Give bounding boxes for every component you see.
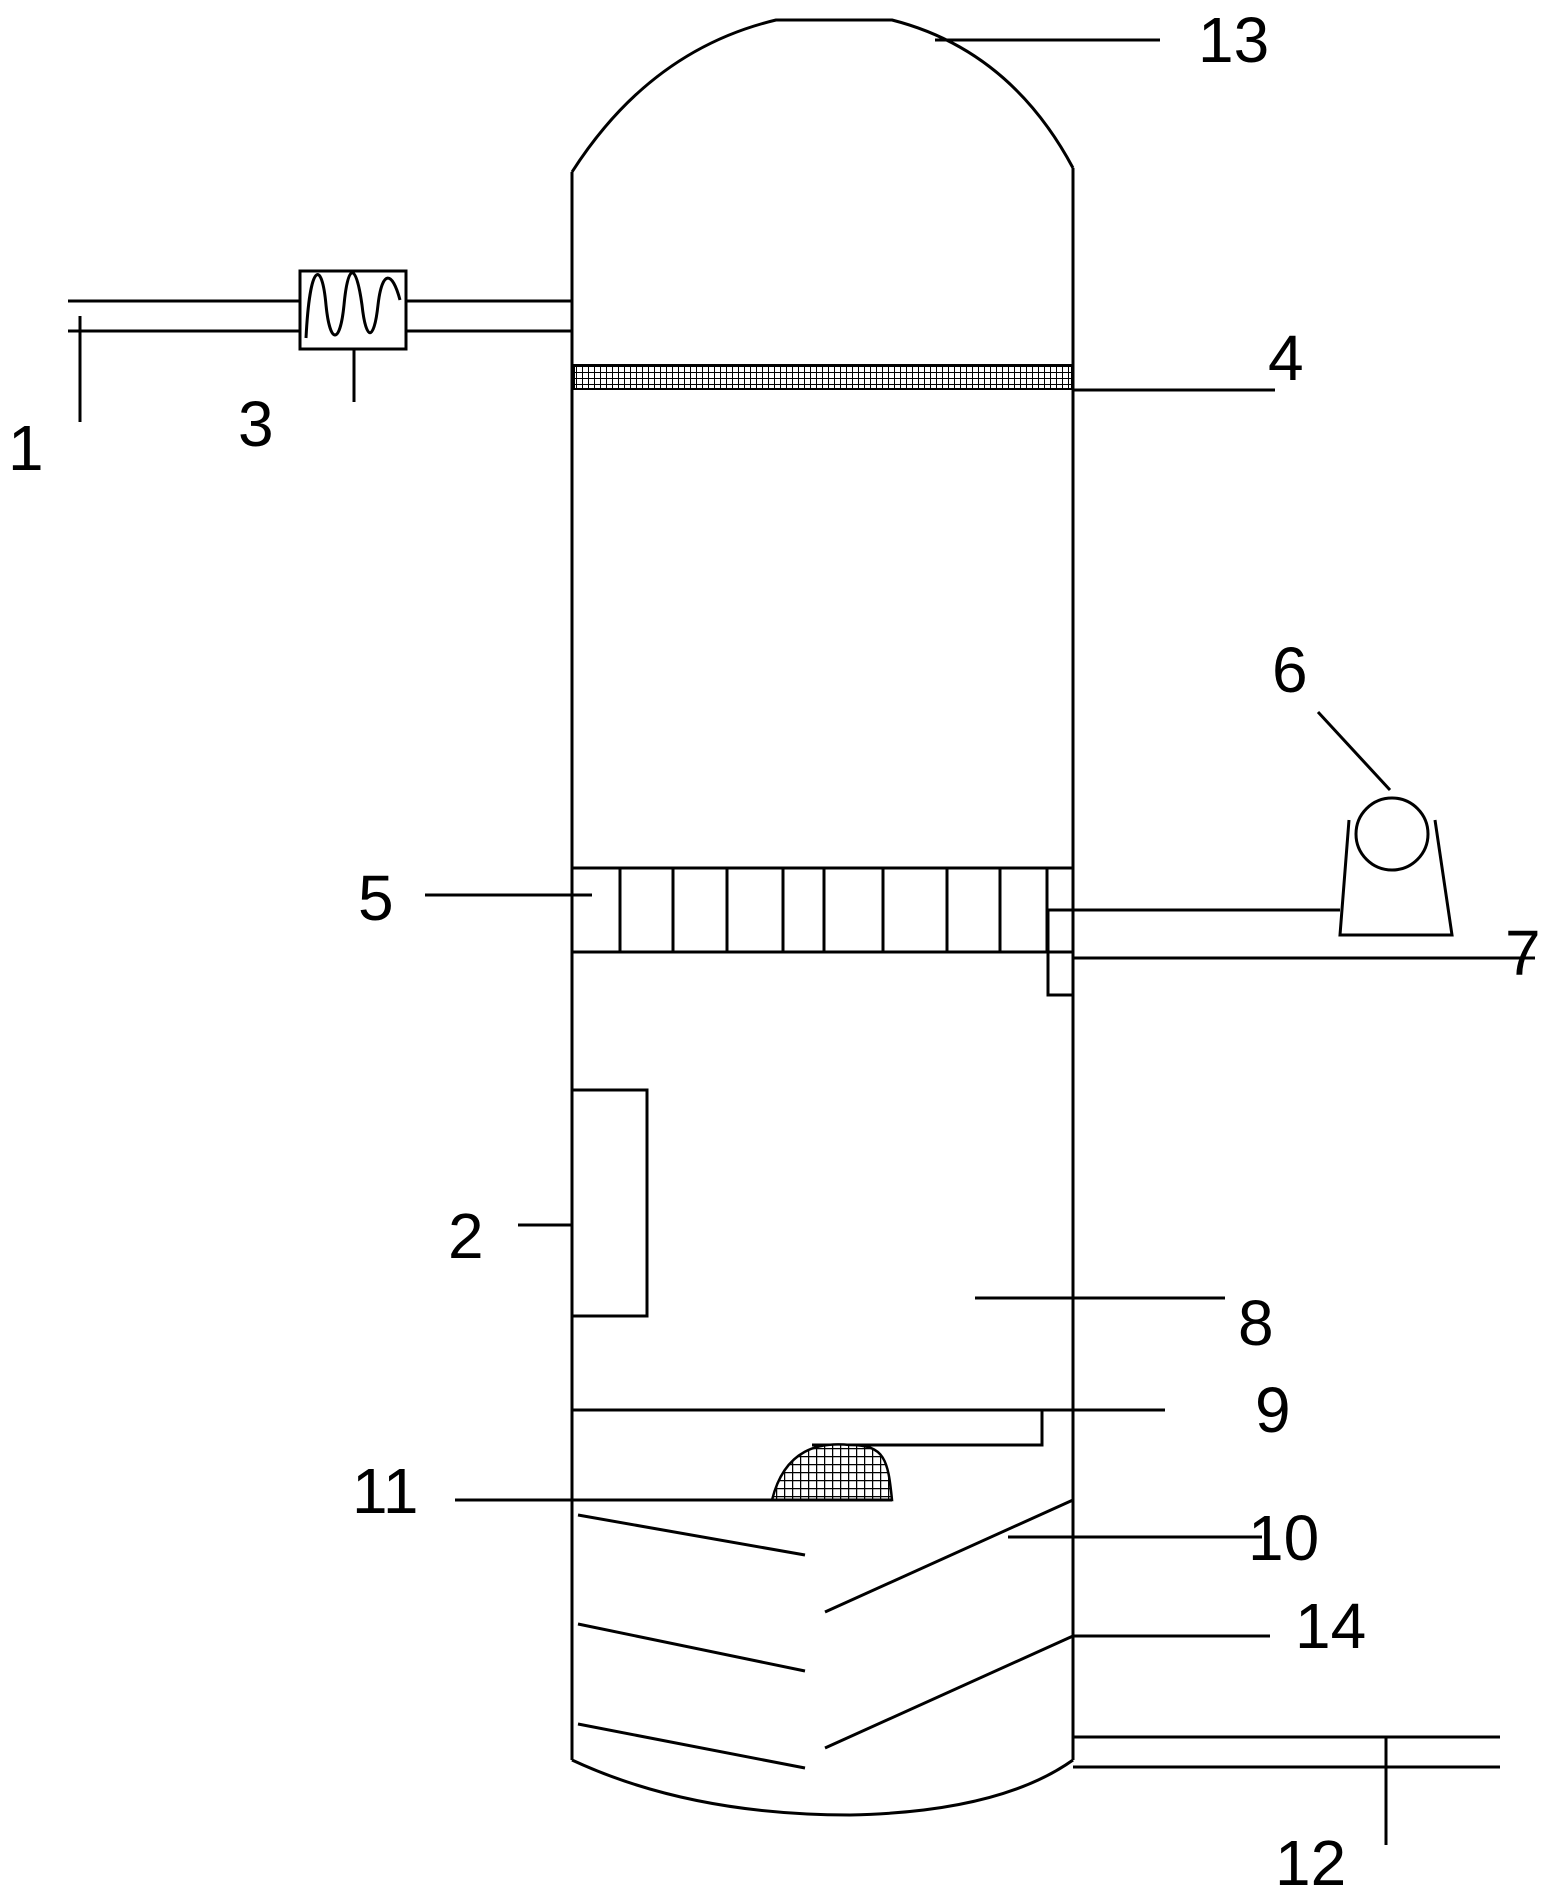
side-chamber: [572, 1088, 649, 1318]
mesh-cap: [770, 1443, 894, 1502]
label-12: 12: [1275, 1827, 1346, 1890]
heater-coil: [298, 269, 408, 351]
demister-mesh-layer: [573, 364, 1073, 390]
label-1: 1: [8, 412, 44, 484]
pump: [1338, 796, 1454, 937]
baffles: [577, 1498, 1074, 1770]
label-9: 9: [1255, 1374, 1291, 1446]
label-5: 5: [358, 862, 394, 934]
leader-9: [812, 1410, 1044, 1447]
label-6: 6: [1272, 634, 1308, 706]
label-3: 3: [238, 388, 274, 460]
label-11: 11: [352, 1455, 418, 1527]
inlet-pipe: [68, 299, 572, 333]
label-7: 7: [1505, 917, 1541, 989]
leader-6: [1316, 710, 1392, 792]
tower-bottom-head: [571, 1758, 1074, 1817]
drain-pipe: [1073, 1735, 1500, 1769]
label-13: 13: [1198, 4, 1269, 76]
outlet-pipe: [1046, 908, 1535, 997]
label-10: 10: [1248, 1502, 1319, 1574]
label-8: 8: [1238, 1287, 1274, 1359]
packing-layer: [572, 866, 1073, 954]
tower-top-dome: [570, 18, 1075, 173]
label-4: 4: [1268, 322, 1304, 394]
label-2: 2: [448, 1200, 484, 1272]
label-14: 14: [1295, 1590, 1366, 1662]
